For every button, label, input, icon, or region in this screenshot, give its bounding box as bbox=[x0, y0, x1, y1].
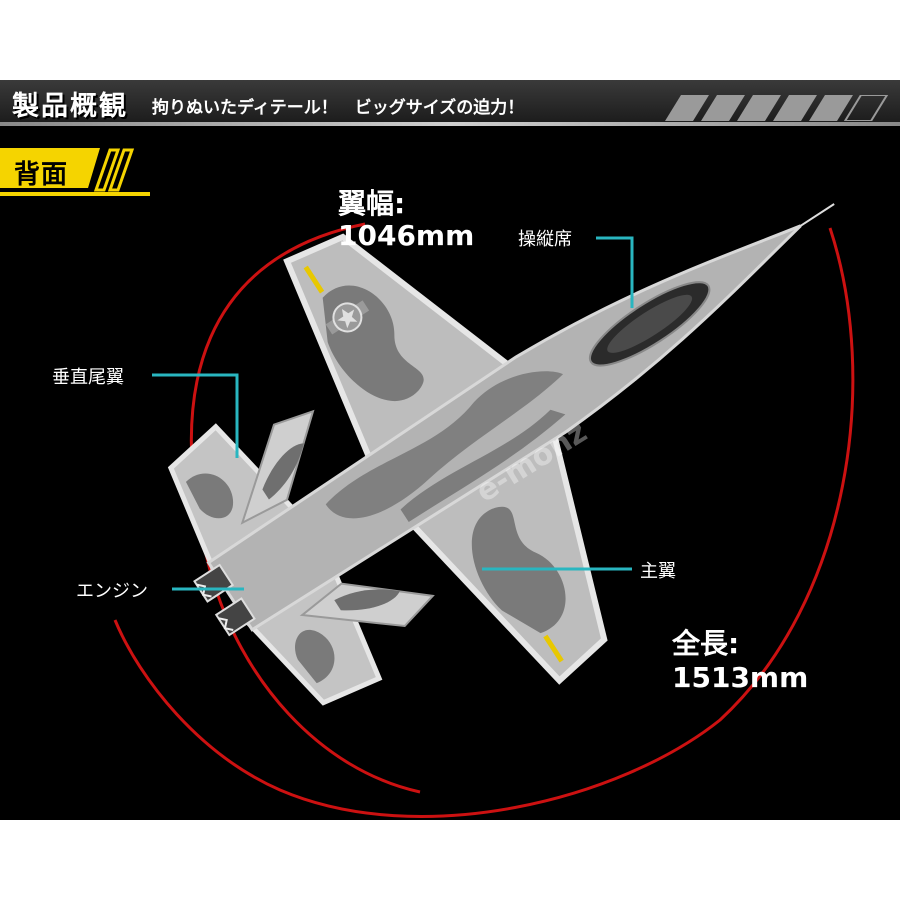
label-engine: エンジン bbox=[76, 581, 148, 602]
product-overview-panel: 製品概観 拘りぬいたディテール！ ビッグサイズの迫力！ 背面 bbox=[0, 80, 900, 820]
engine-nozzles bbox=[193, 563, 256, 637]
wingspan-value: 1046mm bbox=[338, 219, 475, 252]
aircraft-back-view bbox=[113, 203, 855, 818]
roundel-insignia bbox=[325, 300, 370, 335]
aircraft-body bbox=[167, 203, 835, 706]
label-main-wing: 主翼 bbox=[640, 561, 676, 582]
section-label: 背面 bbox=[14, 160, 69, 190]
length-label: 全長: bbox=[672, 627, 740, 660]
wingspan-label: 翼幅: bbox=[338, 187, 406, 220]
section-tab bbox=[0, 148, 100, 188]
header-rule bbox=[0, 122, 900, 126]
header-bar: 製品概観 拘りぬいたディテール！ ビッグサイズの迫力！ bbox=[0, 80, 900, 126]
callout-line-cockpit bbox=[596, 236, 634, 308]
section-slashes-decoration bbox=[93, 148, 135, 192]
header-stripes-decoration bbox=[665, 95, 889, 121]
header-title: 製品概観 bbox=[12, 91, 128, 122]
section-underline bbox=[0, 192, 150, 196]
length-value: 1513mm bbox=[672, 661, 809, 694]
callout-line-vertical-tail bbox=[152, 373, 239, 458]
label-cockpit: 操縦席 bbox=[518, 229, 572, 250]
header-subtitle: 拘りぬいたディテール！ ビッグサイズの迫力！ bbox=[152, 98, 525, 118]
length-arc bbox=[113, 227, 855, 818]
label-vertical-tail: 垂直尾翼 bbox=[52, 367, 124, 388]
